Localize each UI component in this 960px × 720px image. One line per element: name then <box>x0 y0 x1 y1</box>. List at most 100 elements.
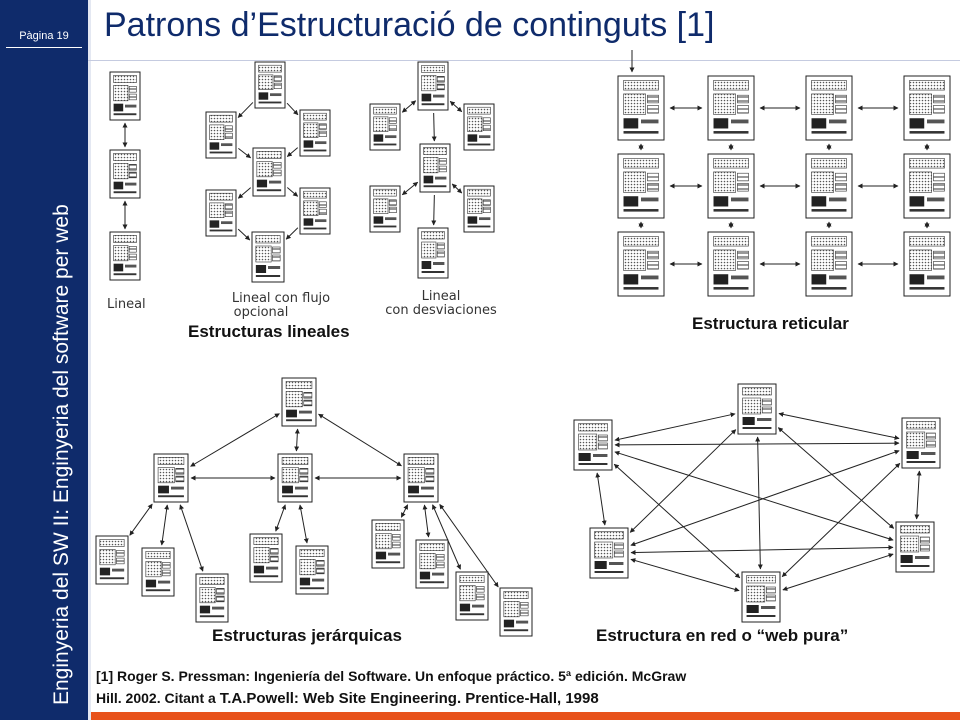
network-arrow <box>630 558 740 592</box>
hier-level2-page-7 <box>455 571 489 621</box>
connector-arrow <box>238 147 252 159</box>
connector-arrow <box>449 100 463 113</box>
connector-arrow <box>294 428 300 452</box>
connector-arrow <box>451 183 463 194</box>
sidebar-divider <box>88 0 91 720</box>
slide-title: Patrons d’Estructuració de continguts [1… <box>104 6 715 44</box>
connector-arrow <box>129 503 153 536</box>
connector-arrow <box>439 504 499 588</box>
connector-arrow <box>298 504 309 544</box>
connector-arrow <box>401 181 419 196</box>
page-deviation-l2 <box>369 185 401 233</box>
network-arrow <box>782 553 894 591</box>
grid-page-2-3 <box>903 231 951 297</box>
connector-arrow <box>286 187 299 197</box>
grid-page-0-3 <box>903 75 951 141</box>
connector-arrow <box>431 194 437 226</box>
network-arrow <box>614 412 736 442</box>
connector-arrow <box>237 102 254 118</box>
network-page-2 <box>901 417 941 469</box>
label-lineal-flujo: Lineal con flujo opcional <box>216 292 346 320</box>
caption-grid: Estructura reticular <box>692 314 849 333</box>
connector-arrow <box>274 504 287 532</box>
connector-arrow <box>318 413 402 467</box>
page-optional-flow-l1 <box>205 111 237 159</box>
footnote-line2-part2: T.A.Powell: Web Site Engineering. Prenti… <box>219 690 599 707</box>
footnote-line2-part1: Hill. 2002. Citant a <box>96 690 220 706</box>
network-page-1 <box>573 419 613 471</box>
grid-page-2-2 <box>805 231 853 297</box>
label-lineal-desv-line1: Lineal <box>421 289 461 304</box>
connector-arrow <box>237 228 251 241</box>
network-arrow <box>614 440 900 448</box>
page-deviation-c1 <box>419 143 451 193</box>
connector-arrow <box>286 147 299 157</box>
network-page-4 <box>895 521 935 573</box>
hier-level2-page-2 <box>195 573 229 623</box>
caption-network: Estructura en red o “web pura” <box>596 626 849 645</box>
connector-arrow <box>159 504 170 546</box>
footnote-line1: [1] Roger S. Pressman: Ingeniería del So… <box>96 668 687 684</box>
connector-arrow <box>422 504 431 538</box>
caption-linear: Estructuras lineales <box>188 322 350 341</box>
network-arrow <box>914 470 922 520</box>
network-arrow <box>777 427 895 529</box>
grid-page-1-1 <box>707 153 755 219</box>
page-deviation-t <box>417 61 449 111</box>
connector-arrow <box>286 102 299 116</box>
sidebar <box>0 0 88 720</box>
label-lineal-flujo-line2: opcional <box>233 305 289 320</box>
footnote-reference: [1] Roger S. Pressman: Ingeniería del So… <box>96 665 916 710</box>
title-divider <box>88 60 960 61</box>
accent-bar <box>91 712 960 720</box>
connector-arrow <box>190 413 280 467</box>
page-deviation-l1 <box>369 103 401 151</box>
hier-root-page <box>281 377 317 427</box>
page-linear-2 <box>109 231 141 281</box>
hier-level1-page-2 <box>403 453 439 503</box>
network-arrow <box>614 450 894 542</box>
grid-page-2-0 <box>617 231 665 297</box>
grid-page-0-0 <box>617 75 665 141</box>
connector-arrow <box>179 504 204 572</box>
connector-arrow <box>431 112 437 142</box>
grid-page-1-2 <box>805 153 853 219</box>
caption-hierarchy: Estructuras jerárquicas <box>212 626 402 645</box>
page-deviation-c2 <box>417 227 449 279</box>
grid-page-0-1 <box>707 75 755 141</box>
connector-arrow <box>401 100 417 113</box>
hier-level1-page-1 <box>277 453 313 503</box>
page-optional-flow-r2 <box>299 187 331 235</box>
connector-arrow <box>237 187 252 199</box>
network-page-0 <box>737 383 777 435</box>
hier-level2-page-1 <box>141 547 175 597</box>
network-arrow <box>630 545 894 555</box>
connector-arrow <box>400 504 409 518</box>
network-page-5 <box>741 571 781 623</box>
hier-level1-page-0 <box>153 453 189 503</box>
label-lineal: Lineal <box>107 297 146 312</box>
page-linear-0 <box>109 71 141 121</box>
grid-page-2-1 <box>707 231 755 297</box>
network-arrow <box>613 463 741 579</box>
connector-arrow <box>285 227 299 240</box>
page-deviation-r2 <box>463 185 495 233</box>
grid-page-0-2 <box>805 75 853 141</box>
network-arrow <box>781 463 901 577</box>
hier-level2-page-0 <box>95 535 129 585</box>
grid-page-1-0 <box>617 153 665 219</box>
hier-level2-page-5 <box>371 519 405 569</box>
network-page-3 <box>589 527 629 579</box>
hier-level2-page-8 <box>499 587 533 637</box>
grid-page-1-3 <box>903 153 951 219</box>
network-arrow <box>595 472 607 526</box>
page-optional-flow-l2 <box>205 189 237 237</box>
network-arrow <box>755 436 763 570</box>
page-optional-flow-r1 <box>299 109 331 157</box>
label-lineal-flujo-line1: Lineal con flujo <box>231 291 331 306</box>
label-lineal-desviaciones: Lineal con desviaciones <box>376 290 506 318</box>
page-number: Pàgina 19 <box>19 30 69 42</box>
page-deviation-r1 <box>463 103 495 151</box>
page-optional-flow-t <box>254 61 286 109</box>
